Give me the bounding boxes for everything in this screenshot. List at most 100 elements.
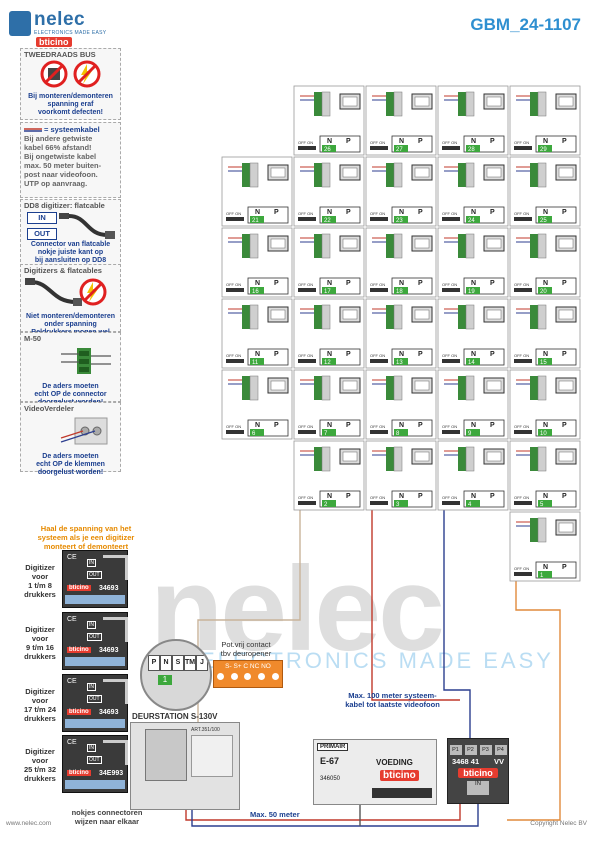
screen-icon bbox=[558, 167, 574, 178]
p-label: P bbox=[490, 493, 495, 500]
switch-icon bbox=[298, 146, 316, 150]
vv-port: P4 bbox=[494, 745, 507, 755]
module-brand: bticino bbox=[67, 647, 91, 653]
switch-icon bbox=[226, 430, 244, 434]
vv-brand: bticino bbox=[458, 768, 498, 778]
off-on-label: OFF ON bbox=[298, 140, 313, 145]
flatcable-icon bbox=[103, 617, 128, 642]
dd8-text-1: Connector van flatcable bbox=[30, 241, 111, 248]
screen-icon bbox=[342, 380, 358, 391]
p-label: P bbox=[274, 422, 279, 429]
switch-icon bbox=[226, 288, 244, 292]
screen-icon bbox=[342, 238, 358, 249]
contact-title-2: tbv deuropener bbox=[220, 649, 272, 658]
off-on-label: OFF ON bbox=[514, 424, 529, 429]
switch-icon bbox=[298, 430, 316, 434]
module-out: OUT bbox=[87, 633, 102, 641]
dig1-l3: 1 t/m 8 bbox=[28, 581, 52, 590]
address-block bbox=[466, 145, 480, 152]
p-label: P bbox=[418, 209, 423, 216]
digitizer-1-label: Digitizer voor 1 t/m 8 drukkers bbox=[20, 563, 60, 599]
vv-code: 3468 41 bbox=[452, 757, 480, 766]
address-block bbox=[538, 287, 552, 294]
connector-icon bbox=[530, 305, 538, 329]
address-block bbox=[250, 287, 264, 294]
cable-line-2: kabel 66% afstand! bbox=[24, 143, 92, 152]
contact-screws bbox=[214, 673, 282, 680]
screen-icon bbox=[558, 522, 574, 533]
p-label: P bbox=[346, 138, 351, 145]
n-label: N bbox=[543, 422, 548, 429]
contact-terminals: S- S+ C NC NO bbox=[225, 663, 271, 670]
module-terminals bbox=[65, 657, 125, 666]
terminal-icon bbox=[249, 375, 259, 401]
terminal-icon bbox=[393, 233, 403, 259]
address-block bbox=[394, 429, 408, 436]
dig2-l4: drukkers bbox=[24, 652, 56, 661]
terminal-icon bbox=[465, 91, 475, 117]
address-block bbox=[322, 429, 336, 436]
address-block bbox=[466, 358, 480, 365]
terminal-icon bbox=[249, 162, 259, 188]
connector-icon bbox=[386, 305, 394, 329]
dd8-text-2: nokje juiste kant op bbox=[37, 249, 104, 256]
off-on-label: OFF ON bbox=[442, 282, 457, 287]
address-block bbox=[538, 216, 552, 223]
off-on-label: OFF ON bbox=[298, 353, 313, 358]
connector-icon bbox=[530, 92, 538, 116]
screen-icon bbox=[414, 96, 430, 107]
address-number: 10 bbox=[540, 431, 547, 437]
p-label: P bbox=[274, 280, 279, 287]
n-label: N bbox=[255, 422, 260, 429]
module-in: IN bbox=[87, 621, 96, 629]
deurstation-board bbox=[145, 729, 187, 781]
contact-title: Pot.vrij contact tbv deuropener bbox=[206, 640, 286, 658]
max100-2: kabel tot laatste videofoon bbox=[345, 700, 440, 709]
p-label: P bbox=[346, 280, 351, 287]
module-brand: bticino bbox=[67, 770, 91, 776]
n-label: N bbox=[255, 351, 260, 358]
footer-website: www.nelec.com bbox=[6, 820, 52, 827]
connector-icon bbox=[458, 447, 466, 471]
switch-icon bbox=[370, 146, 388, 150]
dig4-l3: 25 t/m 32 bbox=[23, 765, 57, 774]
screen-icon bbox=[486, 380, 502, 391]
screen-icon bbox=[342, 451, 358, 462]
screw-icon bbox=[258, 673, 266, 680]
off-on-label: OFF ON bbox=[370, 424, 385, 429]
terminal-icon bbox=[465, 233, 475, 259]
vv-terminal-icon bbox=[60, 417, 108, 445]
cable-line bbox=[371, 510, 460, 701]
switch-icon bbox=[514, 217, 532, 221]
cable-line-6: UTP op aanvraag. bbox=[24, 179, 88, 188]
panel-cable: = systeemkabel Bij andere getwiste kabel… bbox=[20, 122, 121, 198]
p-label: P bbox=[346, 351, 351, 358]
voeding-code: E-67 bbox=[320, 756, 340, 766]
vv-text-1: De aders moeten bbox=[42, 453, 99, 460]
screw-icon bbox=[271, 673, 279, 680]
terminal-icon bbox=[321, 446, 331, 472]
address-number: 15 bbox=[540, 360, 547, 366]
terminal-icon bbox=[393, 446, 403, 472]
switch-icon bbox=[514, 501, 532, 505]
n-label: N bbox=[399, 422, 404, 429]
cable-line bbox=[443, 510, 471, 740]
dig1-l1: Digitizer bbox=[25, 563, 55, 572]
no-lightning-icon bbox=[73, 60, 101, 88]
address-block bbox=[394, 216, 408, 223]
vv-title: VideoVerdeler bbox=[24, 404, 74, 413]
flatcable-icon bbox=[103, 555, 128, 580]
switch-icon bbox=[514, 572, 532, 576]
screen-icon bbox=[270, 167, 286, 178]
n-label: N bbox=[543, 493, 548, 500]
address-number: 20 bbox=[540, 289, 547, 295]
terminal-icon bbox=[537, 233, 547, 259]
